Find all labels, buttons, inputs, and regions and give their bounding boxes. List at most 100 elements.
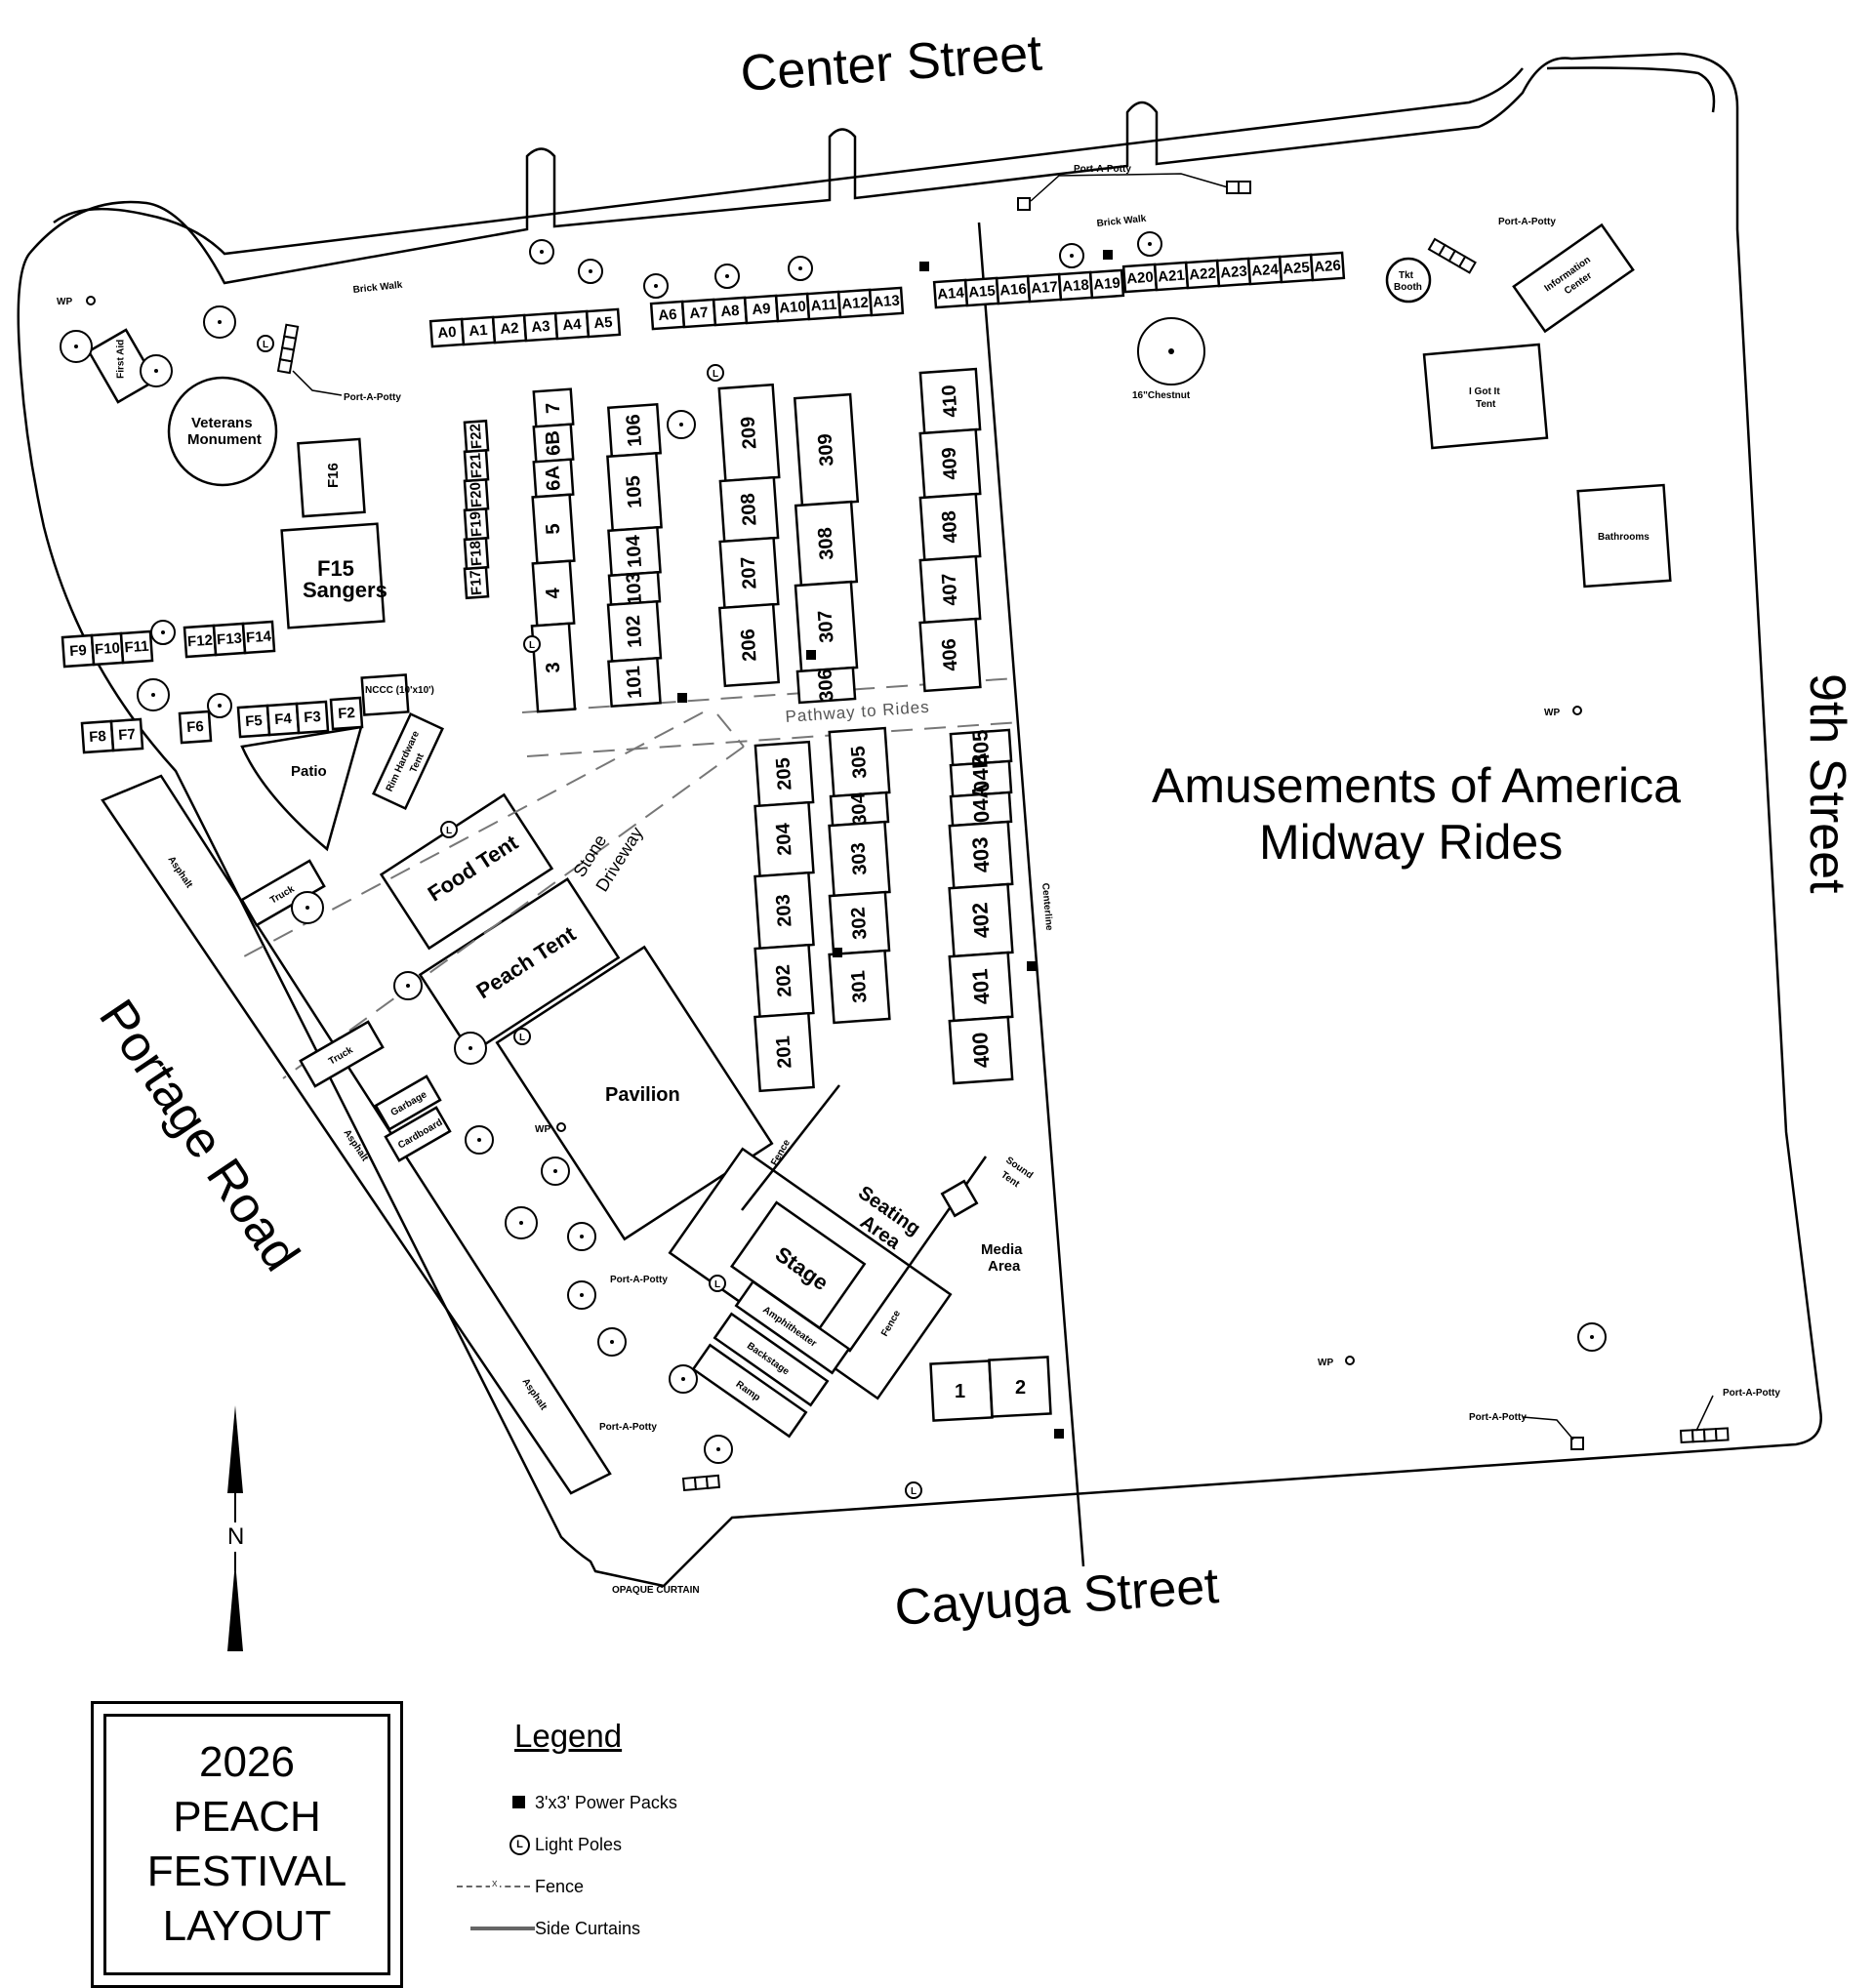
legend-label: 3'x3' Power Packs bbox=[535, 1792, 677, 1812]
truck-2 bbox=[299, 1020, 385, 1088]
booth-label: F2 bbox=[338, 705, 356, 722]
booth: F2 bbox=[329, 696, 364, 731]
booth-label: A1 bbox=[468, 322, 488, 340]
compass-arrow-icon bbox=[227, 1405, 243, 1493]
booth: 306 bbox=[795, 666, 857, 705]
porta-potty-top-3 bbox=[1238, 181, 1251, 194]
booth-label: 306 bbox=[814, 669, 837, 703]
booth-label: A21 bbox=[1158, 267, 1186, 286]
booth-label: F18 bbox=[468, 541, 486, 567]
booth: 106 bbox=[606, 402, 663, 459]
wp-label-1: WP bbox=[57, 297, 72, 307]
ticket-booth-label-1: Tkt bbox=[1399, 270, 1414, 281]
i-got-it-label-1: I Got It bbox=[1469, 386, 1500, 397]
bathrooms bbox=[1576, 483, 1672, 588]
booth-label: A23 bbox=[1220, 264, 1248, 282]
booth: 207 bbox=[718, 536, 780, 610]
booth-nccc-label: NCCC (10'x10') bbox=[365, 685, 434, 696]
booth: A26 bbox=[1309, 251, 1346, 282]
first-aid-label: First Aid bbox=[116, 340, 127, 379]
booth: 101 bbox=[607, 656, 662, 709]
fence-label-1: Fence bbox=[769, 1138, 793, 1168]
booth-label: 408 bbox=[938, 510, 961, 545]
power-pack-icon bbox=[919, 262, 929, 271]
booth: A11 bbox=[805, 290, 842, 321]
booth: 302 bbox=[828, 890, 891, 956]
booth-label: A12 bbox=[841, 295, 870, 313]
booth-label: 402 bbox=[967, 902, 995, 939]
tree-center bbox=[1590, 1335, 1594, 1339]
booth: F7 bbox=[109, 717, 144, 752]
ticket-booth-label-2: Booth bbox=[1394, 282, 1422, 293]
tree-center bbox=[151, 693, 155, 697]
wp-marker-3 bbox=[1345, 1356, 1355, 1365]
booth: 400 bbox=[948, 1015, 1014, 1085]
porta-potty-leader-3 bbox=[292, 370, 343, 396]
booth: F14 bbox=[241, 620, 276, 655]
booth-label: 209 bbox=[737, 416, 760, 450]
booth-label: 407 bbox=[938, 573, 961, 607]
stone-driveway-label-2: Driveway bbox=[591, 824, 646, 895]
booth-label: 309 bbox=[814, 433, 837, 467]
title-line-1: 2026 bbox=[199, 1738, 295, 1786]
sound-tent bbox=[940, 1179, 979, 1218]
power-pack-icon bbox=[1103, 250, 1113, 260]
legend-item-power-pack: 3'x3' Power Packs bbox=[449, 1786, 800, 1819]
booth: 303 bbox=[828, 820, 891, 898]
booth-label: 208 bbox=[737, 493, 760, 527]
booth: 3 bbox=[530, 622, 577, 713]
booth: 410 bbox=[918, 367, 982, 435]
booth: 105 bbox=[606, 452, 663, 532]
booth: F6 bbox=[178, 710, 213, 745]
booth-label: F7 bbox=[118, 726, 137, 744]
i-got-it-tent bbox=[1422, 343, 1549, 450]
legend-label: Light Poles bbox=[535, 1834, 623, 1854]
asphalt-label-1: Asphalt bbox=[166, 855, 195, 891]
site-boundary bbox=[17, 52, 1822, 1588]
booth-box bbox=[607, 656, 662, 709]
booth-label: A25 bbox=[1283, 260, 1311, 278]
booth: A22 bbox=[1184, 259, 1221, 290]
light-pole-letter: L bbox=[446, 826, 452, 836]
booth: A5 bbox=[585, 307, 622, 339]
compass: N bbox=[227, 1405, 244, 1651]
booth-box bbox=[918, 617, 982, 693]
booth-label: A3 bbox=[531, 318, 550, 336]
light-pole-icon bbox=[513, 1028, 531, 1045]
fence-line-1 bbox=[741, 1084, 840, 1211]
booth-label: F22 bbox=[468, 424, 486, 450]
booth: 407 bbox=[918, 554, 982, 625]
opaque-curtain-label: OPAQUE CURTAIN bbox=[612, 1585, 700, 1596]
booth-label: 302 bbox=[847, 907, 871, 941]
booth: F5 bbox=[236, 704, 271, 739]
street-center: Center Street bbox=[739, 25, 1044, 102]
booth-label: 102 bbox=[623, 615, 646, 649]
media-booth-2-label: 2 bbox=[1015, 1377, 1026, 1399]
street-cayuga: Cayuga Street bbox=[893, 1558, 1221, 1637]
chestnut-tree-center bbox=[1168, 348, 1174, 354]
asphalt-label-3: Asphalt bbox=[520, 1377, 550, 1413]
booth: 307 bbox=[794, 580, 859, 673]
booth: A7 bbox=[680, 298, 717, 329]
amusements-line1: Amusements of America bbox=[1152, 758, 1681, 813]
booth: 7 bbox=[532, 387, 575, 428]
media-booth-2 bbox=[988, 1356, 1052, 1418]
booth: A12 bbox=[836, 288, 874, 319]
porta-potty-group-3 bbox=[276, 323, 300, 375]
legend-label: Fence bbox=[535, 1876, 585, 1896]
power-pack-icon bbox=[1027, 961, 1037, 971]
porta-potty-label-5: Port-A-Potty bbox=[1723, 1388, 1780, 1399]
first-aid bbox=[87, 328, 157, 404]
porta-potty-leader-5 bbox=[1695, 1395, 1714, 1432]
booth-label: A9 bbox=[752, 301, 771, 318]
booth-label: 204 bbox=[772, 822, 795, 857]
booth-label: 202 bbox=[772, 964, 795, 998]
booth-label: 409 bbox=[938, 447, 961, 481]
booth-label: F4 bbox=[274, 710, 293, 728]
booth-label: A7 bbox=[689, 304, 709, 322]
pavilion bbox=[495, 945, 774, 1241]
booth: A15 bbox=[963, 276, 1000, 307]
